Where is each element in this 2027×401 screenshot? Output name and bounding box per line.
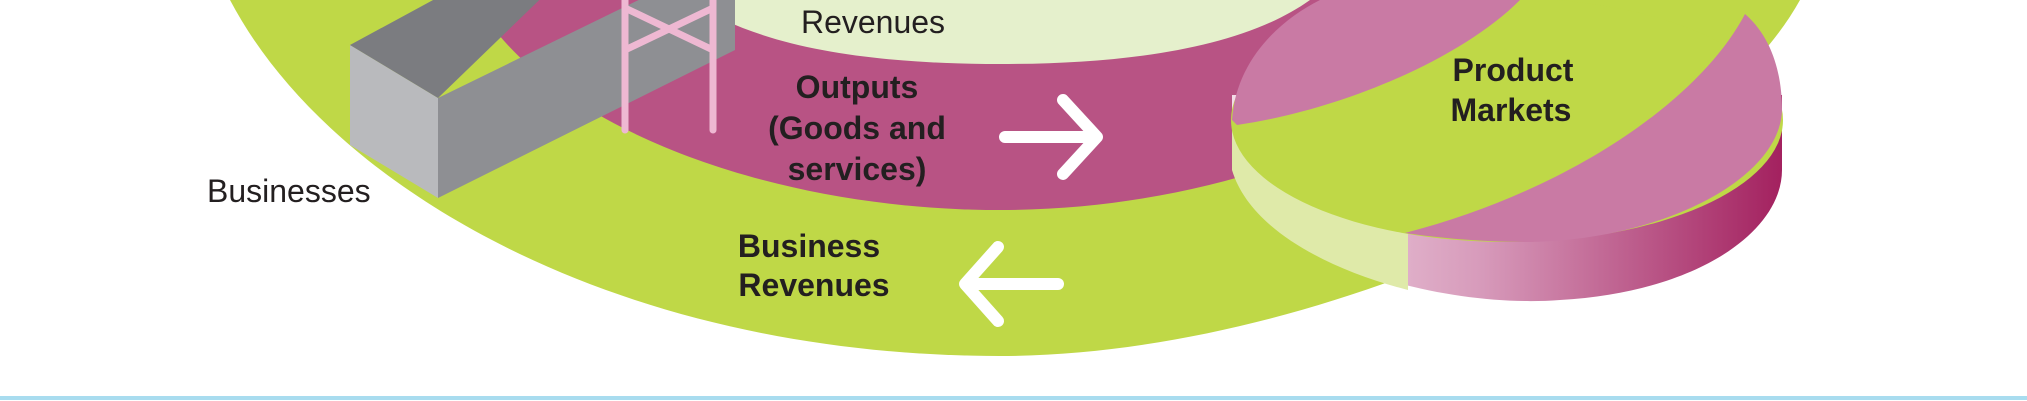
factory-building-icon [350, 0, 735, 198]
bottom-divider-rule [0, 396, 2027, 400]
arrow-right-icon [999, 94, 1103, 180]
business-revenues-label-line1: Business [738, 228, 880, 264]
businesses-label: Businesses [207, 173, 371, 209]
market-disc-icon [1231, 0, 1783, 302]
revenues-label: Revenues [801, 4, 945, 40]
outputs-label-line2: (Goods and [768, 110, 946, 146]
business-revenues-label-line2: Revenues [738, 267, 889, 303]
transmission-tower-icon [621, 0, 717, 134]
product-markets-label-line1: Product [1453, 52, 1574, 88]
outputs-label-line3: services) [788, 151, 927, 187]
inner-revenues-region [690, 0, 1310, 64]
product-markets-label-line2: Markets [1451, 92, 1572, 128]
arrow-left-icon [959, 241, 1064, 327]
outputs-label-line1: Outputs [796, 69, 919, 105]
